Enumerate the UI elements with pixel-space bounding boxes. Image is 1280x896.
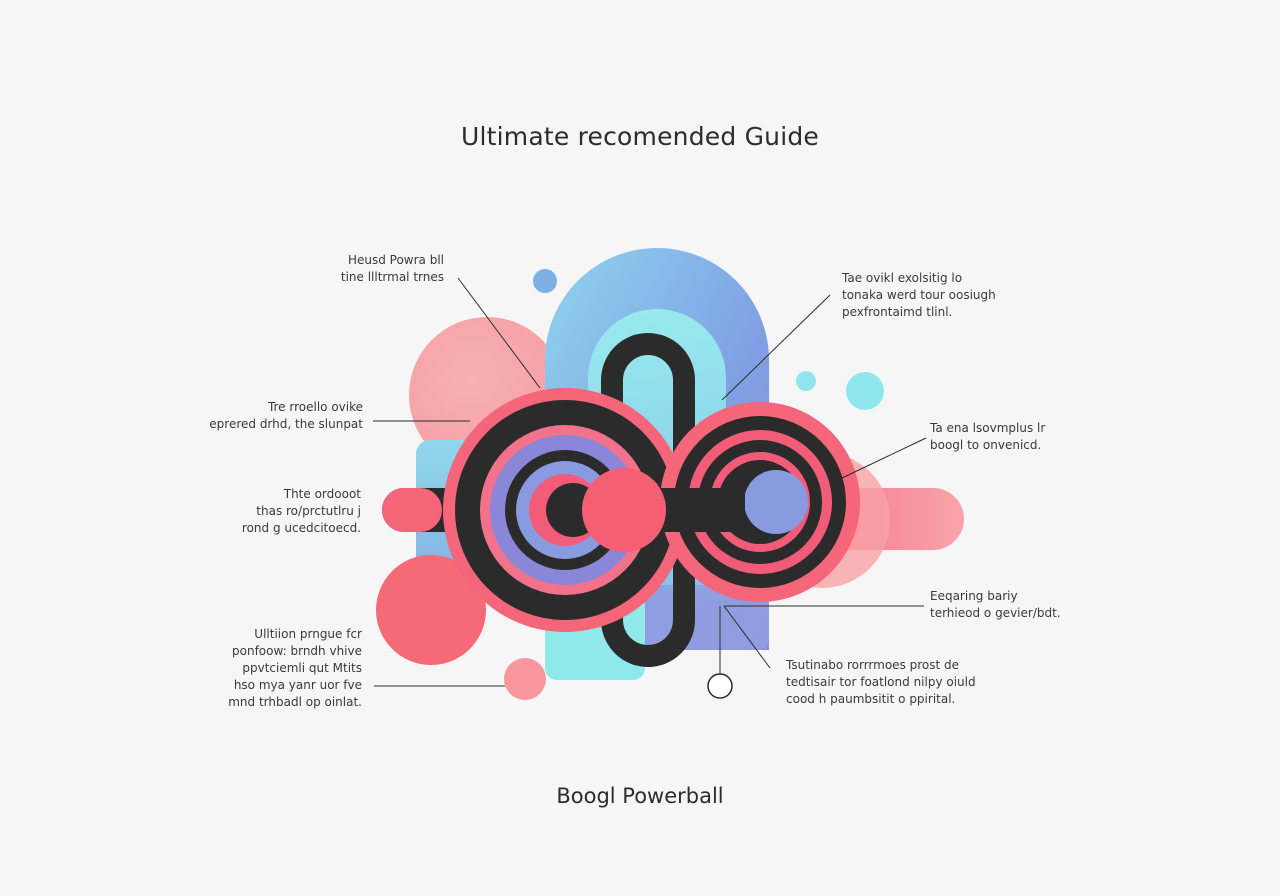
- leader-top-left: [457, 277, 541, 389]
- leader-top-right: [721, 294, 831, 401]
- annotation-top-left: Heusd Powra bll tine llltrmal trnes: [340, 253, 444, 284]
- coral-circle-bottom: [376, 555, 486, 665]
- coral-bar-left: [382, 488, 442, 532]
- cyan-dot-large: [846, 372, 884, 410]
- dark-connector: [655, 488, 745, 532]
- blue-dot-top: [533, 269, 557, 293]
- leader-bottom-right: [723, 605, 771, 669]
- annotation-bottom-right: Tsutinabo rorrrmoes prost de tedtisair t…: [786, 658, 976, 706]
- pin-marker: [707, 673, 733, 699]
- annotation-center-left: Thte ordooot thas ro/prctutlru j rond g …: [241, 487, 361, 535]
- annotation-bottom-left: Ulltiion prngue fcr ponfoow: brndh vhive…: [228, 627, 362, 709]
- page-title: Ultimate recomended Guide: [460, 122, 819, 151]
- leader-lines: [373, 277, 927, 687]
- right-core-blue: [744, 470, 808, 534]
- footer-title: Boogl Powerball: [556, 784, 724, 808]
- annotation-top-right: Tae ovikl exolsitig lo tonaka werd tour …: [842, 271, 996, 319]
- central-coral-ball: [582, 468, 666, 552]
- leader-mid-right: [841, 437, 927, 479]
- pink-dot-bottom: [504, 658, 546, 700]
- annotation-lower-right: Eeqaring bariy terhieod o gevier/bdt.: [930, 589, 1061, 620]
- cyan-dot-small: [796, 371, 816, 391]
- annotation-mid-left: Tre rroello ovike eprered drhd, the slun…: [209, 400, 363, 431]
- annotation-mid-right: Ta ena lsovmplus lr boogl to onvenicd.: [930, 421, 1046, 452]
